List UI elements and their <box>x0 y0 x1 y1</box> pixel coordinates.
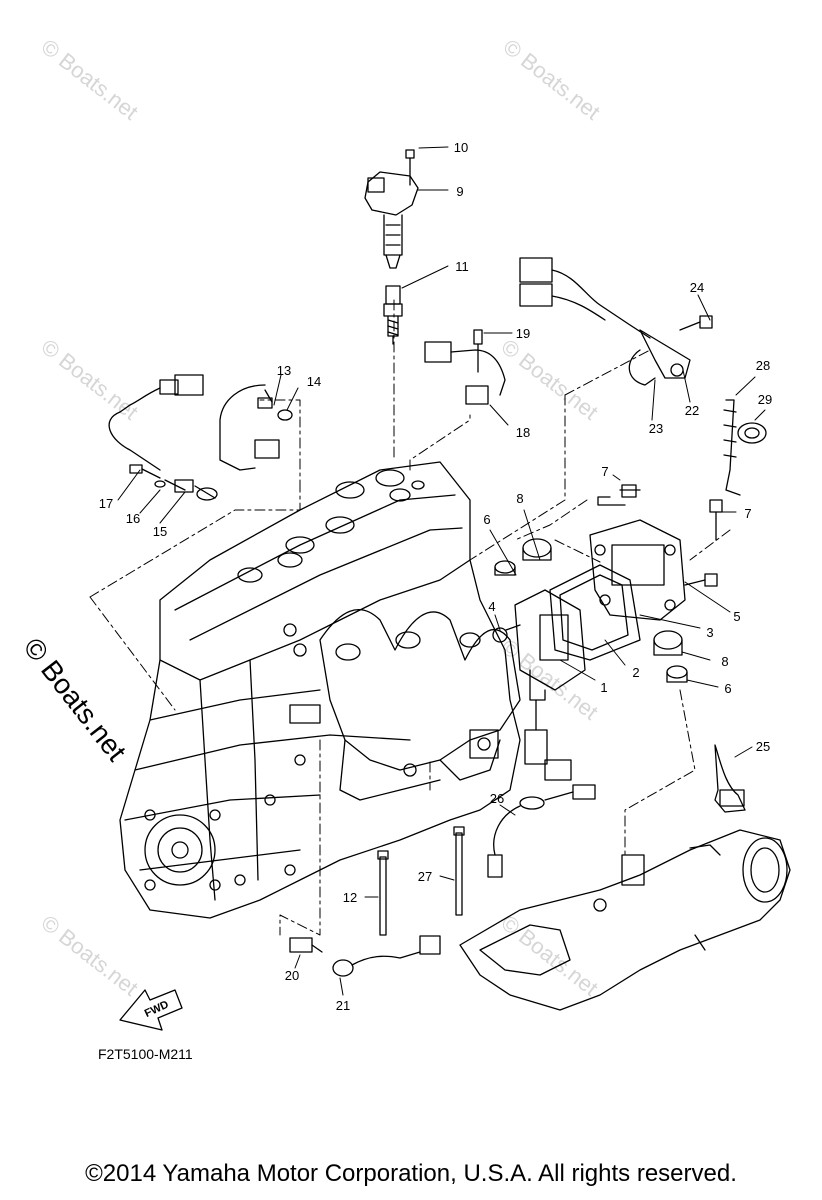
part-label-24: 24 <box>690 280 704 295</box>
part-label-20: 20 <box>285 968 299 983</box>
part-label-6b: 6 <box>724 681 731 696</box>
part-label-22: 22 <box>685 403 699 418</box>
cam-sensor <box>424 329 506 405</box>
exhaust-pipe <box>459 829 791 1011</box>
fwd-badge: FWD <box>143 999 171 1020</box>
hose-clamp <box>714 744 746 813</box>
copyright-footer: ©2014 Yamaha Motor Corporation, U.S.A. A… <box>85 1160 737 1187</box>
o2-sensor <box>377 784 596 936</box>
part-label-4: 4 <box>488 599 495 614</box>
part-label-18: 18 <box>516 425 530 440</box>
crank-harness <box>519 257 713 386</box>
part-label-19: 19 <box>516 326 530 341</box>
cable-tie-grommet <box>723 399 767 496</box>
ignition-coil <box>364 149 419 269</box>
part-label-29: 29 <box>758 392 772 407</box>
part-label-6a: 6 <box>483 512 490 527</box>
part-label-10: 10 <box>454 140 468 155</box>
part-label-13: 13 <box>277 363 291 378</box>
leader-lines <box>89 146 766 996</box>
part-label-14: 14 <box>307 374 321 389</box>
spark-plug <box>383 285 403 345</box>
sensor-harness-left <box>108 374 293 501</box>
part-label-5: 5 <box>733 609 740 624</box>
part-label-9: 9 <box>456 184 463 199</box>
part-label-8b: 8 <box>721 654 728 669</box>
knock-sensor <box>289 935 441 977</box>
part-label-16: 16 <box>126 511 140 526</box>
part-label-23: 23 <box>649 421 663 436</box>
part-label-26: 26 <box>490 791 504 806</box>
part-label-21: 21 <box>336 998 350 1013</box>
part-label-25: 25 <box>756 739 770 754</box>
part-label-27: 27 <box>418 869 432 884</box>
part-label-7b: 7 <box>744 506 751 521</box>
part-label-8a: 8 <box>516 491 523 506</box>
part-label-28: 28 <box>756 358 770 373</box>
part-label-3: 3 <box>706 625 713 640</box>
part-label-17: 17 <box>99 496 113 511</box>
part-label-11: 11 <box>455 259 469 274</box>
reference-code: F2T5100-M211 <box>98 1046 193 1062</box>
part-label-15: 15 <box>153 524 167 539</box>
engine-block <box>119 461 521 919</box>
fwd-arrow <box>119 989 183 1031</box>
part-label-12: 12 <box>343 890 357 905</box>
part-label-1: 1 <box>600 680 607 695</box>
part-label-2: 2 <box>632 665 639 680</box>
ecu-bracket-assembly <box>492 484 723 781</box>
part-label-7a: 7 <box>601 464 608 479</box>
